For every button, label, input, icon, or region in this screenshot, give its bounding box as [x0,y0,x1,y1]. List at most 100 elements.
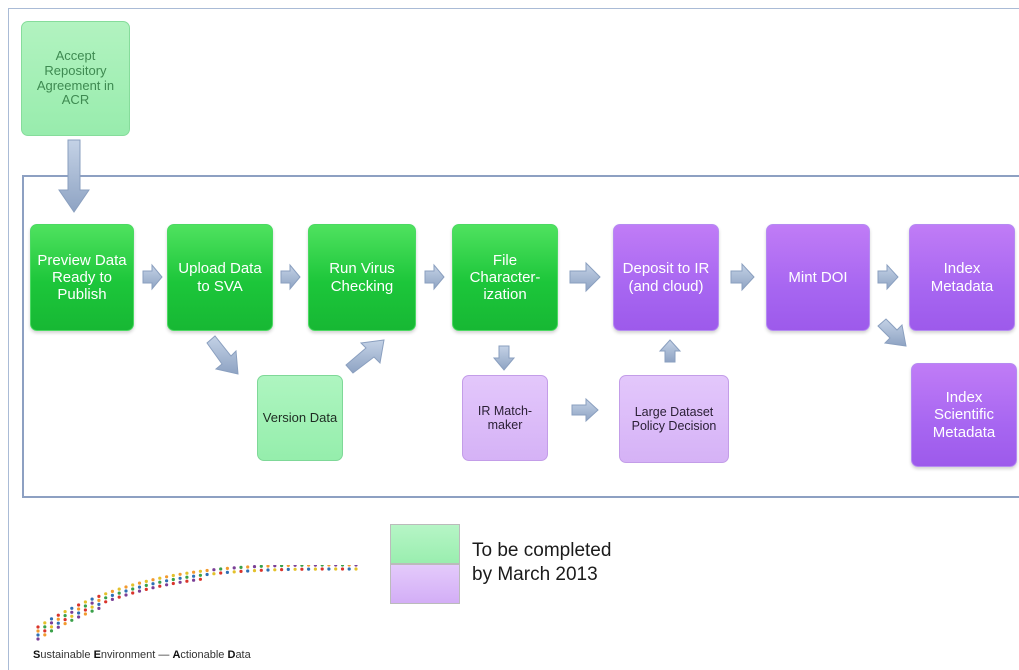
logo-dot [232,570,236,574]
logo-dot [205,568,209,573]
logo-dot [63,610,67,614]
node-preview-data: Preview Data Ready to Publish [30,224,134,331]
logo-dot [340,567,345,571]
logo-dot [178,572,182,576]
logo-dot [56,625,60,629]
logo-dot [313,567,317,571]
sead-logo-tagline: Sustainable Environment — Actionable Dat… [33,649,251,661]
logo-dot [219,571,223,575]
logo-dot [286,565,290,567]
logo-dot [158,580,162,584]
logo-dot [137,589,142,593]
logo-dot [347,567,351,571]
logo-dot [97,598,101,602]
logo-dot [165,579,169,583]
arrow-preview-to-upload [142,263,163,291]
logo-dot [219,567,223,571]
logo-letter-e: E [93,649,101,661]
logo-dot [347,565,351,567]
node-upload-data: Upload Data to SVA [167,224,273,331]
logo-dot [320,567,324,571]
logo-dot [137,581,142,585]
logo-letter-a: A [172,649,181,661]
logo-dot [158,576,162,580]
logo-dot [198,573,202,577]
logo-dot [307,567,311,571]
logo-dot [327,565,331,567]
arrow-upload-to-version [206,335,239,375]
logo-dot [320,565,324,567]
logo-dot [151,586,155,590]
logo-word-3: ctionable [180,649,228,661]
logo-dot [124,593,128,597]
logo-word-4: ata [235,649,251,661]
logo-dot [144,587,148,591]
legend-swatch-completed [390,524,460,564]
logo-dot [104,592,108,596]
logo-dot [36,637,40,641]
logo-dot [185,575,189,579]
legend-text-line-2: by March 2013 [472,564,598,585]
node-large-dataset-policy: Large Dataset Policy Decision [619,375,729,463]
logo-dot [144,579,148,583]
logo-dot [63,622,67,626]
logo-dot [131,591,135,595]
node-accept-agreement: Accept Repository Agreement in ACR [21,21,130,136]
logo-dot [246,565,250,569]
logo-dot [49,625,54,629]
logo-dot [300,565,304,567]
logo-dot [334,565,338,567]
logo-dot [293,567,297,571]
logo-dot [205,572,209,577]
logo-dot [90,609,94,613]
logo-dot [131,583,135,587]
node-mint-doi: Mint DOI [766,224,870,331]
logo-dot [192,578,196,582]
logo-dot [252,569,257,573]
arrow-mintdoi-to-indexmeta [877,263,899,291]
logo-dot [110,593,114,597]
logo-dot [36,625,40,629]
node-index-scientific-metadata: Index Scientific Metadata [911,363,1017,467]
logo-dot [70,606,74,610]
logo-dot [110,589,114,593]
logo-dot [104,596,108,600]
logo-dot [327,567,331,571]
logo-dot [273,565,277,568]
node-ir-matchmaker: IR Match-maker [462,375,548,461]
logo-dot [212,568,216,572]
logo-word-1: ustainable [40,649,94,661]
logo-dot [56,617,60,621]
logo-dot [117,595,121,599]
logo-dot [334,567,338,571]
logo-dot [198,569,202,573]
arrow-matchmaker-to-largedataset [571,397,599,423]
logo-dot [293,565,297,567]
logo-dot [266,565,270,568]
logo-dot [124,585,128,589]
logo-dot [252,565,257,569]
sead-logo-dots [36,565,358,641]
legend-swatch-march-2013 [390,564,460,604]
logo-dot [212,572,216,576]
logo-dot [280,568,284,572]
logo-dot [185,579,189,583]
logo-dot [77,611,81,615]
logo-dot [259,568,263,572]
arrow-deposit-to-mintdoi [730,262,755,292]
logo-dot [117,587,121,591]
logo-dot [239,565,243,569]
logo-dot [90,605,94,609]
logo-dot [171,577,175,582]
logo-dot [63,618,67,622]
logo-dot [178,576,182,580]
logo-dot [137,585,142,589]
logo-dot [171,573,175,578]
logo-dot [36,633,40,637]
slide-frame [8,8,1019,670]
logo-dot [43,629,47,633]
logo-dot [70,618,74,622]
logo-dot [83,608,87,612]
logo-dot [354,565,358,567]
logo-dot [151,578,155,582]
